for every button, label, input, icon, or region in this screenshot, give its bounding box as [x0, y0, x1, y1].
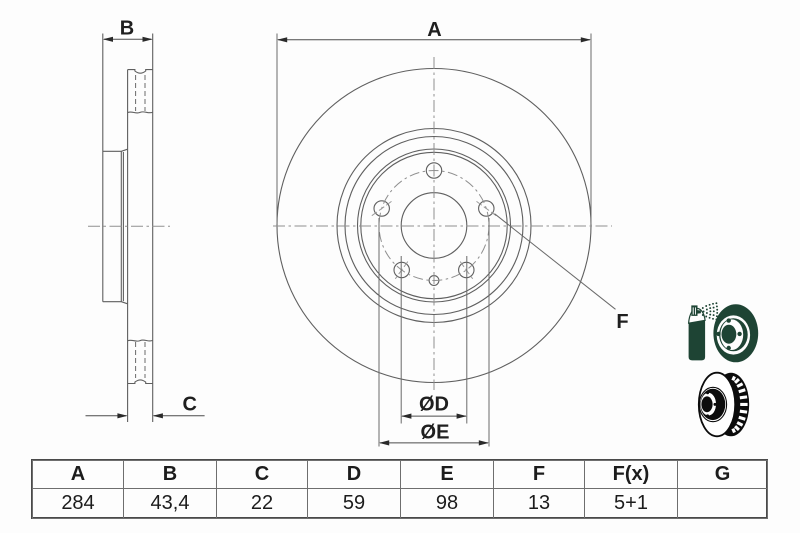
svg-text:ØD: ØD: [419, 394, 449, 416]
svg-text:A: A: [427, 19, 441, 41]
svg-text:ØE: ØE: [421, 422, 450, 444]
svg-text:B: B: [120, 18, 134, 40]
svg-text:C: C: [182, 394, 196, 416]
svg-text:F: F: [616, 311, 628, 333]
